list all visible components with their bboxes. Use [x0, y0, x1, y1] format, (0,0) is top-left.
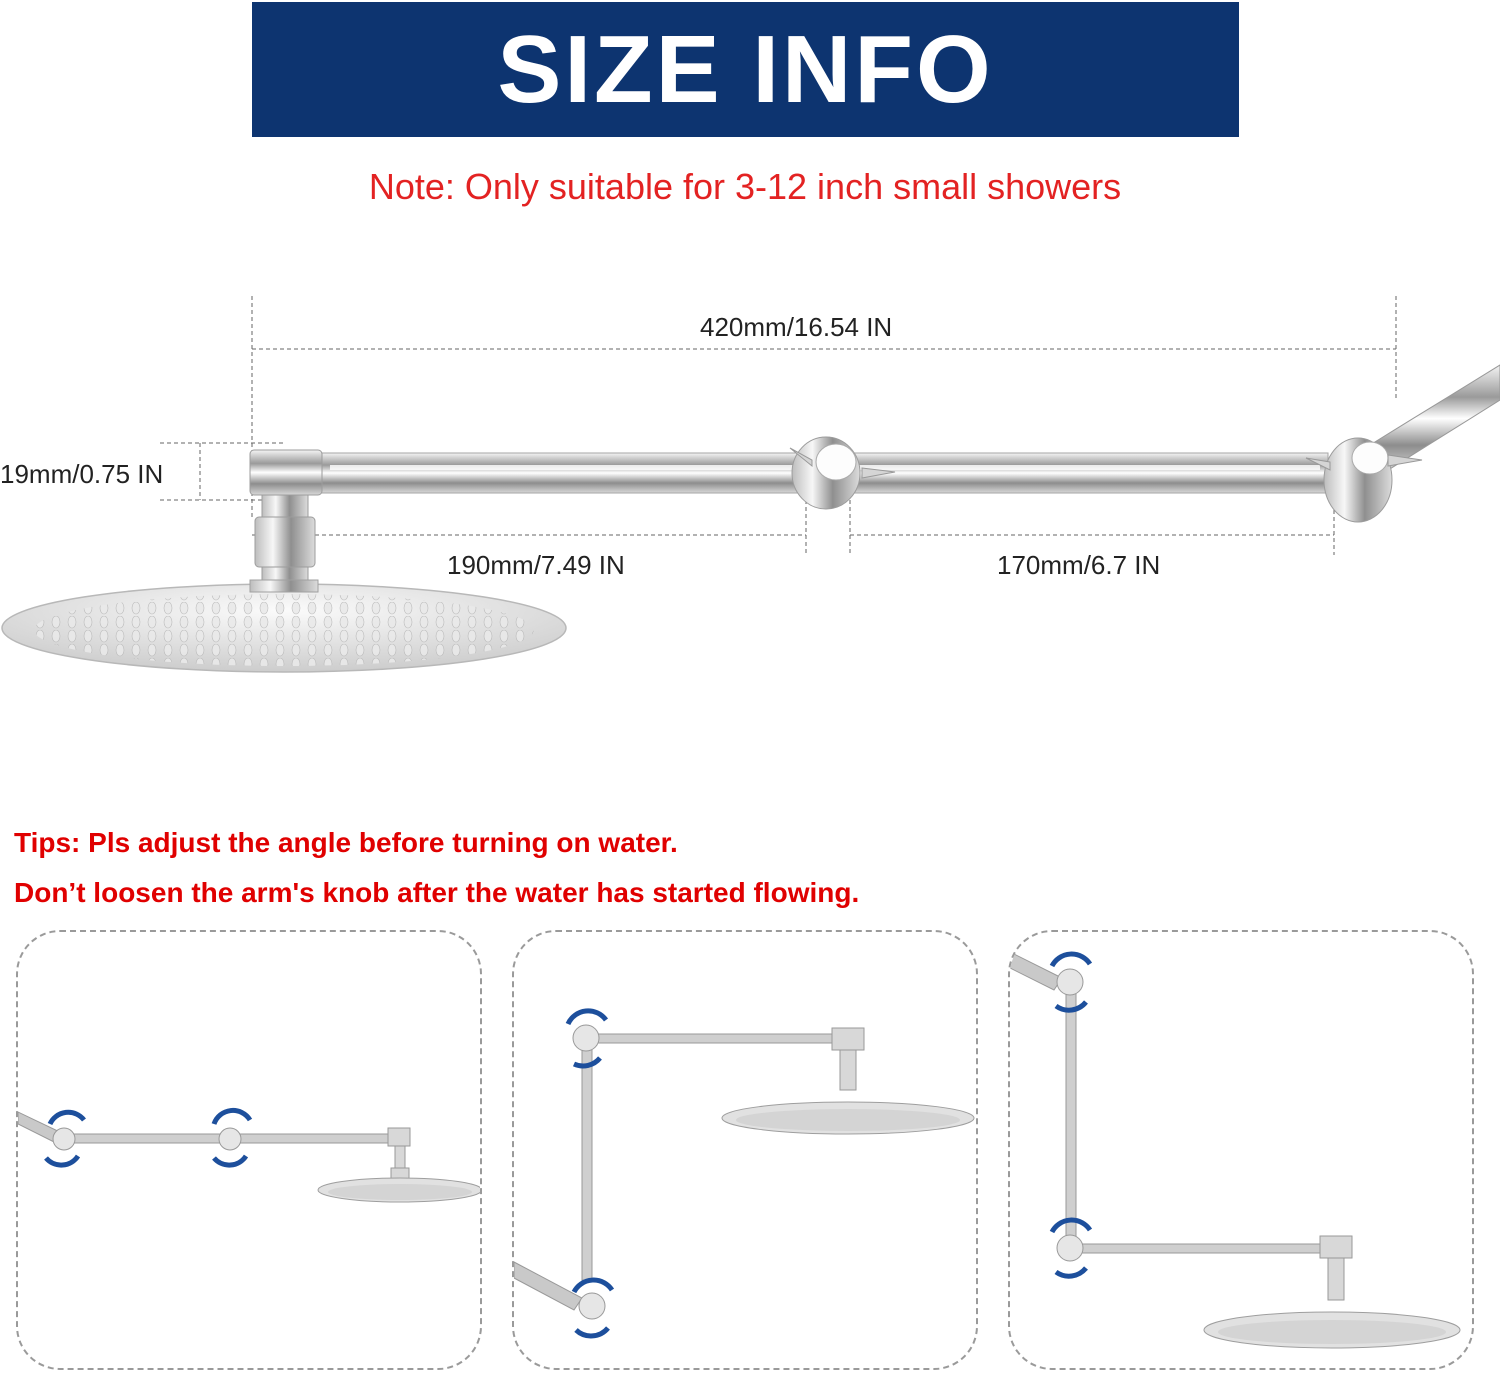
dimension-lines: [160, 296, 1397, 555]
elbow-fitting: [249, 449, 323, 583]
diameter-label: 19mm/0.75 IN: [0, 459, 164, 489]
configuration-panel-l-shape: [512, 930, 978, 1370]
pivot-joint-middle: [789, 436, 896, 510]
tip-line-1: Tips: Pls adjust the angle before turnin…: [14, 827, 678, 858]
total-length-label: 420mm/16.54 IN: [700, 312, 893, 342]
segment-two-label: 170mm/6.7 IN: [997, 550, 1161, 580]
shower-arm-diagram: [1, 296, 1500, 673]
raised-arm-configuration-icon: [1010, 951, 1461, 1349]
l-shaped-arm-configuration-icon: [514, 1008, 975, 1339]
compatibility-note: Note: Only suitable for 3-12 inch small …: [368, 166, 1122, 207]
straight-arm-configuration-icon: [18, 1107, 480, 1203]
tip-line-2: Don’t loosen the arm's knob after the wa…: [14, 877, 860, 908]
size-info-banner: SIZE INFO: [252, 2, 1239, 137]
segment-one-label: 190mm/7.49 IN: [447, 550, 625, 580]
configuration-panel-straight: [16, 930, 482, 1370]
page-title: SIZE INFO: [497, 15, 994, 123]
rotate-arrow-icon: [565, 1008, 615, 1339]
rotate-arrow-icon: [44, 1107, 253, 1168]
rotate-arrow-icon: [1049, 951, 1093, 1279]
rain-shower-head: [1, 579, 567, 673]
pivot-joint-right: [1305, 437, 1423, 523]
configuration-panel-raised: [1008, 930, 1474, 1370]
